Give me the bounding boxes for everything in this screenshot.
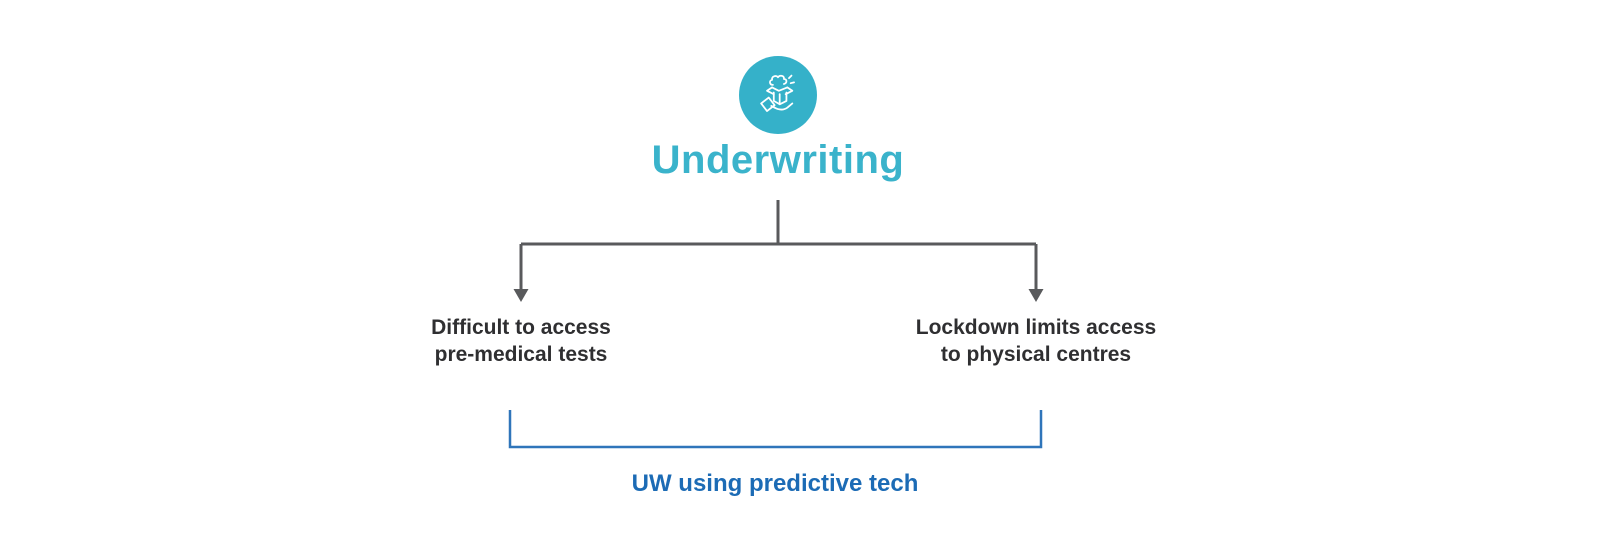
- underwriting-icon-circle: [739, 56, 817, 134]
- branch-label-line: to physical centres: [940, 343, 1132, 366]
- branch-label-lockdown: Lockdown limits access to physical centr…: [876, 314, 1196, 368]
- branch-label-line: pre-medical tests: [434, 343, 608, 366]
- arrow-down-icon-left: [513, 289, 529, 302]
- diagram-title: Underwriting: [651, 138, 905, 182]
- branch-label-premedical: Difficult to access pre-medical tests: [361, 314, 681, 368]
- branch-label-line: Difficult to access: [431, 316, 611, 339]
- solution-label: UW using predictive tech: [631, 470, 919, 497]
- hand-holding-open-box-icon: [760, 74, 795, 112]
- branch-label-line: Lockdown limits access: [915, 316, 1157, 339]
- arrow-down-icon-right: [1028, 289, 1044, 302]
